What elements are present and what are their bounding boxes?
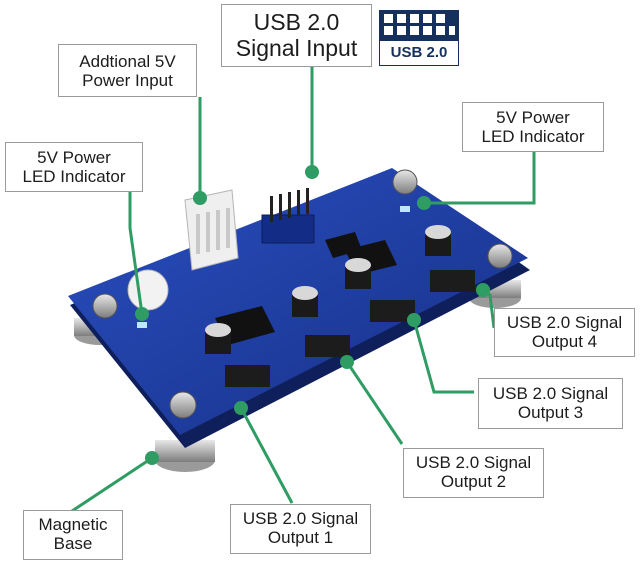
capacitors	[205, 225, 451, 354]
led-right	[400, 206, 410, 212]
output-headers	[225, 270, 475, 387]
usb-badge-text: USB 2.0	[390, 44, 448, 61]
led-left	[137, 322, 147, 328]
pcb-sticker	[127, 269, 169, 311]
usb-input-header	[261, 188, 315, 244]
mounting-screws	[92, 169, 513, 419]
callout-lines	[65, 67, 536, 517]
power-connector	[184, 189, 239, 271]
callout-dots	[135, 165, 490, 465]
usb-badge	[379, 10, 459, 66]
